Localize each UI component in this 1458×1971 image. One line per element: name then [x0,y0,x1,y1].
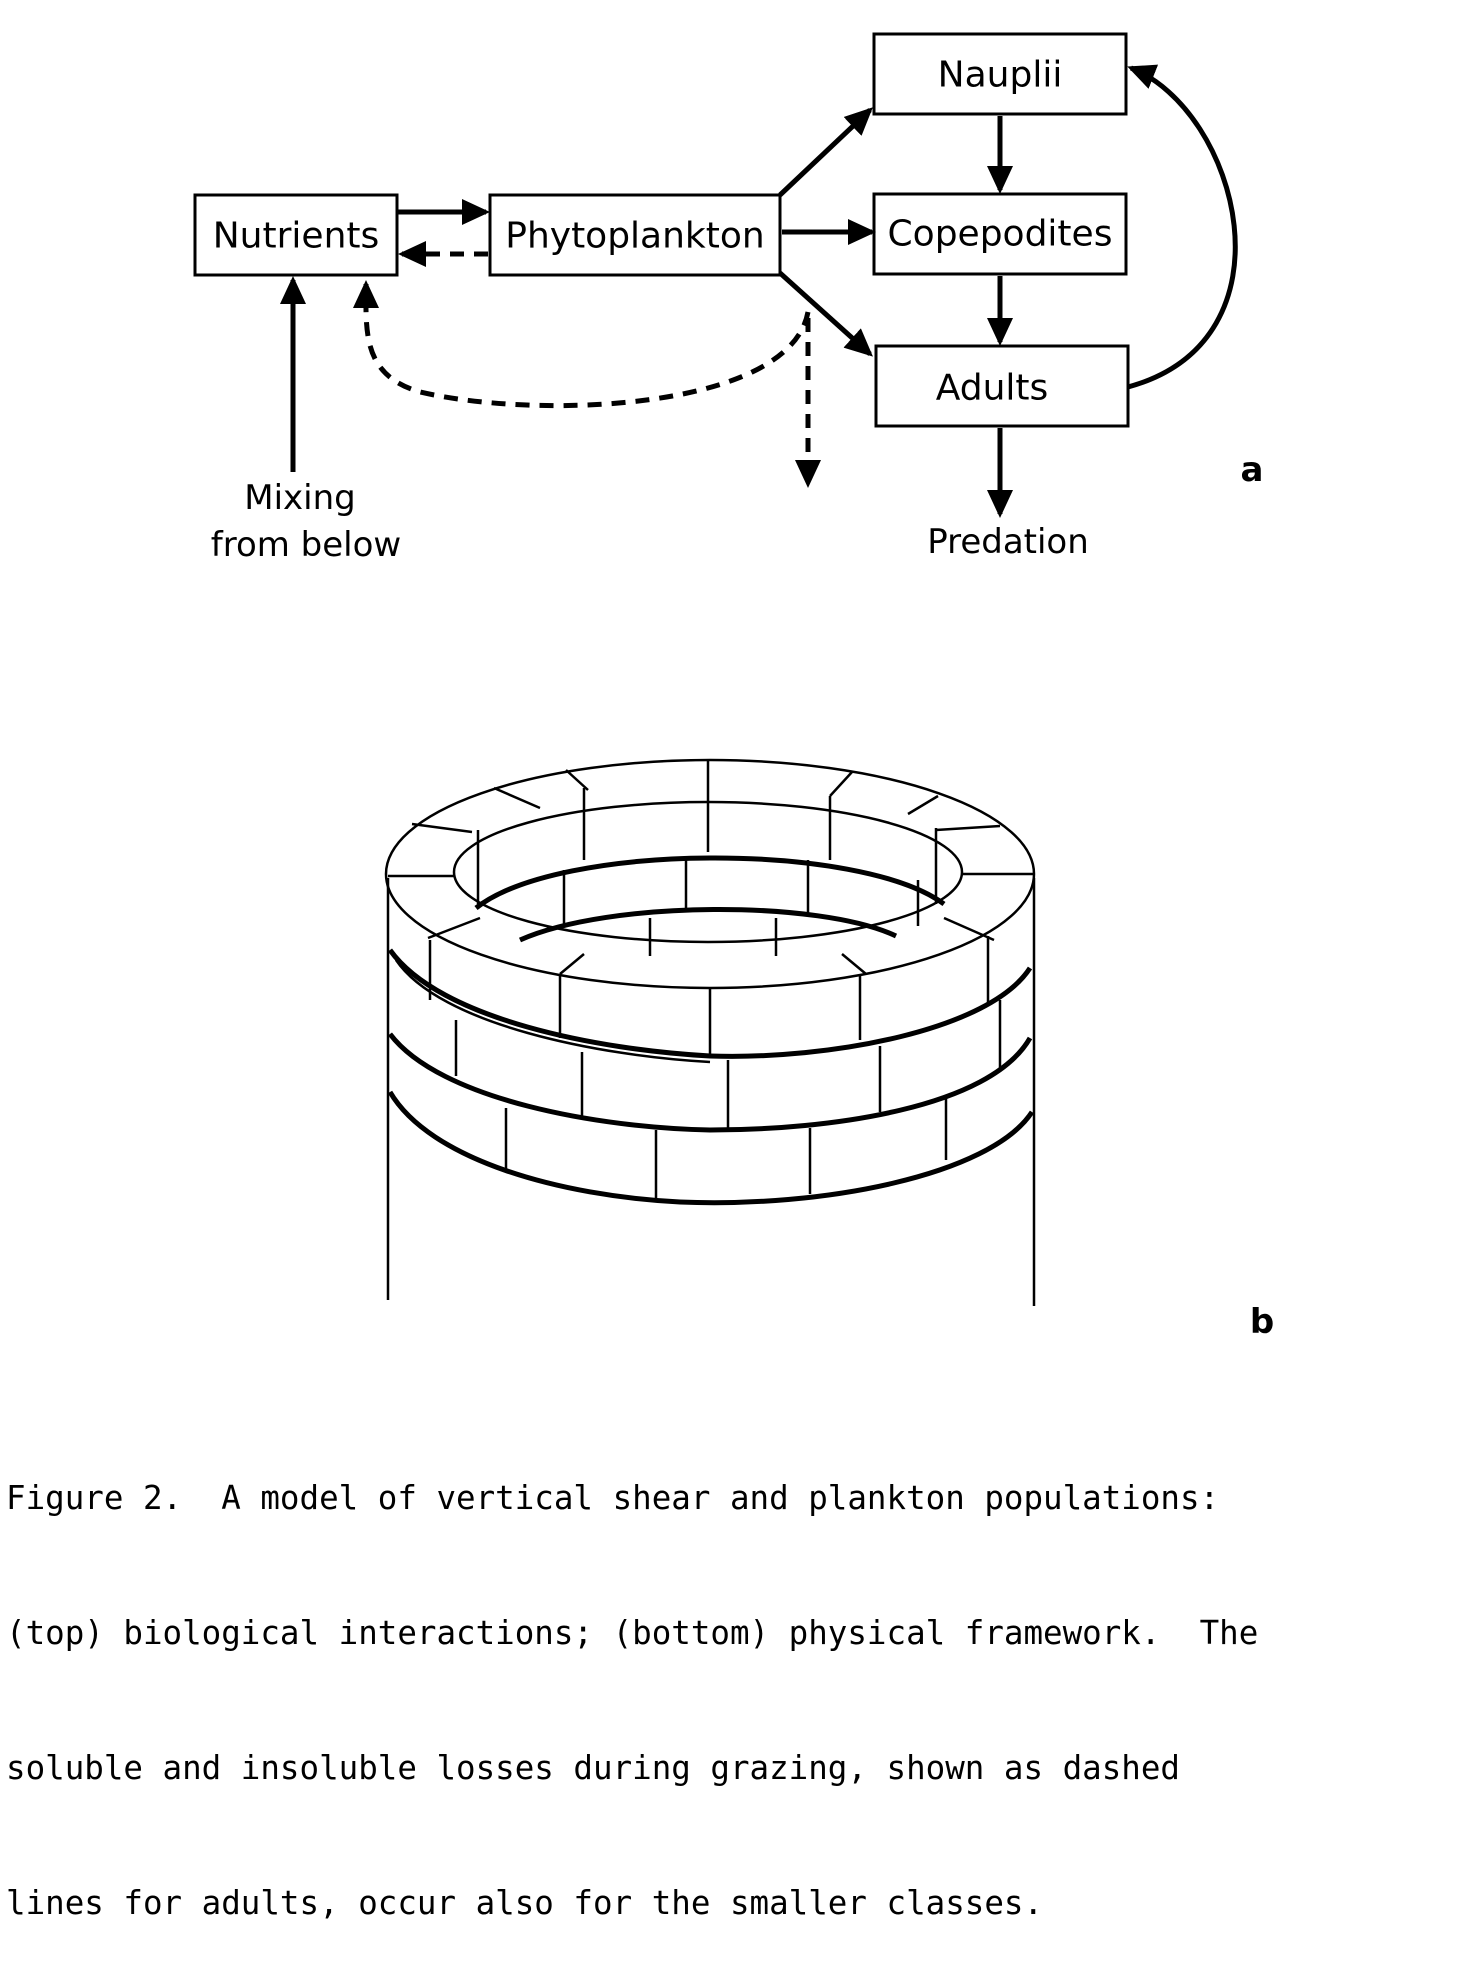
node-copepodites-label: Copepodites [888,214,1113,255]
mixing-label-line2: from below [211,525,402,565]
node-nauplii: Nauplii [872,32,1128,116]
node-nutrients: Nutrients [193,193,399,277]
arrow-phytoplankton-to-adults [778,271,873,357]
predation-label: Predation [927,522,1089,562]
node-nutrients-label: Nutrients [213,216,380,257]
node-adults: Adults [874,344,1130,428]
panel-label-a: a [1241,450,1264,490]
arrow-phytoplankton-to-nauplii [778,107,873,197]
panel-label-b: b [1250,1302,1274,1342]
figure-caption: Figure 2. A model of vertical shear and … [6,1386,1454,1971]
node-nauplii-label: Nauplii [938,55,1063,96]
well-drawing: b [384,758,1274,1342]
caption-line-2: (top) biological interactions; (bottom) … [6,1614,1259,1652]
node-phytoplankton: Phytoplankton [488,193,782,277]
node-adults-label: Adults [936,368,1049,409]
caption-line-4: lines for adults, occur also for the sma… [6,1884,1044,1922]
arrow-adults-to-nauplii [1127,64,1238,390]
node-phytoplankton-label: Phytoplankton [505,216,765,257]
interaction-diagram: Nauplii Nutrients Phytoplankton Copepodi… [193,32,1264,565]
mixing-label-line1: Mixing [244,478,355,518]
node-copepodites: Copepodites [872,192,1128,276]
caption-line-1: Figure 2. A model of vertical shear and … [6,1479,1220,1517]
figure-2: Nauplii Nutrients Phytoplankton Copepodi… [193,32,1274,1342]
arrow-grazing-loss-to-nutrients-dashed [352,280,811,409]
caption-line-3: soluble and insoluble losses during graz… [6,1749,1180,1787]
